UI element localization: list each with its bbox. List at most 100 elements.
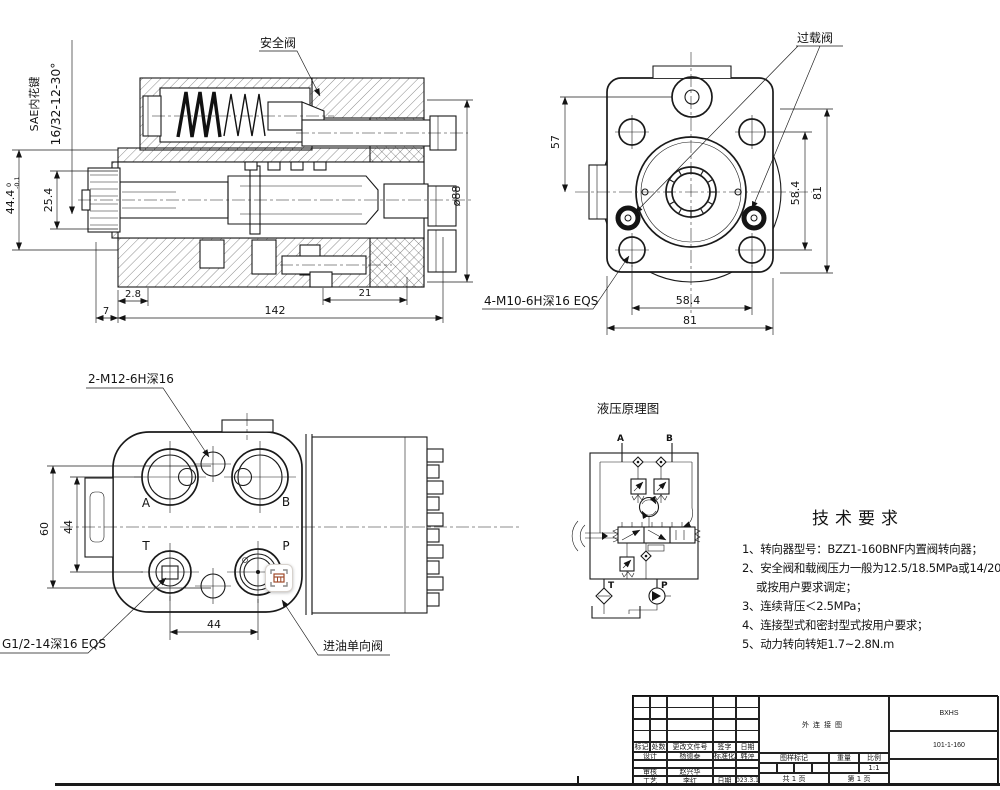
end-cap-serration bbox=[426, 448, 444, 607]
empty-cell bbox=[811, 763, 829, 773]
check-name: 赵兴华 bbox=[667, 768, 713, 776]
port-t bbox=[141, 543, 199, 601]
drawing-mark-label: 图样标记 bbox=[759, 753, 829, 763]
port-p-label: P bbox=[282, 539, 289, 553]
inlet-check-and-relief bbox=[619, 543, 652, 579]
mounting-holes bbox=[615, 115, 769, 267]
weight-label: 重量 bbox=[829, 753, 859, 763]
tech-item-5: 5、动力转向转矩1.7~2.8N.m bbox=[742, 637, 895, 651]
valve-spring bbox=[176, 91, 222, 138]
section-view: 44.4 0 -0.1 25.4 2.8 21 7 142 bbox=[4, 35, 474, 323]
svg-text:0: 0 bbox=[5, 183, 13, 187]
dim-44-vertical: 44 bbox=[62, 520, 75, 534]
svg-text:44.4: 44.4 bbox=[4, 190, 17, 215]
empty-cell bbox=[736, 760, 759, 768]
feedback-arc bbox=[682, 507, 693, 528]
end-bolt bbox=[427, 185, 457, 227]
standardization-label: 标准化 bbox=[713, 752, 736, 760]
header-change-doc: 更改文件号 bbox=[667, 742, 713, 752]
dim-81-bottom: 81 bbox=[683, 314, 697, 327]
drawing-title: 外连接图 bbox=[759, 696, 889, 753]
schematic-port-a: A bbox=[617, 434, 624, 444]
tech-item-1: 1、转向器型号：BZZ1-160BNF内置阀转向器； bbox=[742, 542, 983, 556]
dim-60: 60 bbox=[38, 522, 51, 536]
tech-item-4: 4、连接型式和密封型式按用户要求； bbox=[742, 618, 929, 632]
empty-cell bbox=[713, 768, 736, 776]
overload-relief-valves bbox=[630, 478, 670, 501]
bolt-spec-label: 4-M10-6H深16 EQS bbox=[484, 294, 598, 308]
hydraulic-schematic: 液压原理图 A B bbox=[571, 401, 701, 619]
inlet-check-valve-label: 进油单向阀 bbox=[323, 638, 383, 653]
section-labels: SAE内花键 16/32-12-30° 安全阀 bbox=[27, 35, 321, 215]
table-detect-icon[interactable] bbox=[265, 564, 293, 592]
header-date: 日期 bbox=[736, 742, 759, 752]
sae-spline-label: SAE内花键 bbox=[27, 77, 41, 132]
dim-142: 142 bbox=[265, 304, 286, 317]
port-a-label: A bbox=[142, 496, 151, 510]
mounting-tab bbox=[84, 477, 114, 558]
empty-cell bbox=[794, 763, 812, 773]
empty-cell bbox=[776, 763, 794, 773]
empty-cell bbox=[889, 759, 999, 785]
drawing-number: 101-1-160 bbox=[889, 731, 999, 759]
dim-dia-88: ø88 bbox=[450, 186, 463, 207]
design-name: 杨德泰 bbox=[667, 752, 713, 760]
spool bbox=[227, 175, 379, 225]
overload-valve-label: 过载阀 bbox=[797, 31, 833, 45]
tech-item-3: 3、连续背压＜2.5MPa； bbox=[742, 599, 868, 613]
gerotor-details bbox=[383, 183, 457, 273]
tech-requirements-list: 1、转向器型号：BZZ1-160BNF内置阀转向器； 2、安全阀和载阀压力一般为… bbox=[742, 540, 1000, 654]
schematic-port-p: P bbox=[661, 581, 668, 591]
header-count: 处数 bbox=[650, 742, 667, 752]
port-t-label: T bbox=[141, 539, 150, 553]
revision-grid bbox=[632, 695, 760, 743]
dim-25-4: 25.4 bbox=[42, 188, 55, 213]
safety-valve-cavity bbox=[142, 87, 334, 143]
section-dimensions: 44.4 0 -0.1 25.4 2.8 21 7 142 bbox=[4, 99, 473, 323]
schematic-title: 液压原理图 bbox=[597, 401, 660, 416]
dim-7: 7 bbox=[103, 306, 109, 317]
safety-valve-label: 安全阀 bbox=[260, 35, 296, 50]
top-boss bbox=[652, 65, 732, 78]
end-bolt bbox=[427, 229, 457, 273]
company-code: BXHS bbox=[889, 696, 999, 731]
svg-text:-0.1: -0.1 bbox=[13, 176, 21, 189]
tank-symbol bbox=[591, 606, 641, 619]
dim-81-right: 81 bbox=[811, 186, 824, 200]
dim-44-4: 44.4 0 -0.1 bbox=[4, 176, 21, 214]
through-bolt-top bbox=[296, 115, 468, 151]
steering-spool-valve bbox=[612, 522, 701, 552]
empty-cell bbox=[633, 760, 667, 768]
sae-spline-spec: 16/32-12-30° bbox=[48, 62, 63, 145]
tech-item-2: 2、安全阀和载阀压力一般为12.5/18.5MPa或14/20MPa， bbox=[742, 561, 1000, 575]
tech-requirements-title: 技术要求 bbox=[812, 509, 904, 529]
dim-58-4-bottom: 58.4 bbox=[676, 294, 701, 307]
schematic-port-b: B bbox=[666, 434, 673, 444]
end-view-labels: 4-M10-6H深16 EQS 过载阀 bbox=[482, 31, 843, 310]
tank-and-pump: T P bbox=[591, 579, 671, 619]
empty-cell bbox=[829, 763, 859, 773]
end-view-dimensions: 57 58.4 81 58.4 81 bbox=[549, 96, 833, 335]
body-ports bbox=[199, 239, 392, 288]
sheet-border-tick bbox=[577, 776, 579, 784]
steering-wheel-symbol bbox=[571, 520, 618, 552]
port-view-dimensions: 60 44 44 bbox=[38, 465, 259, 640]
schematic-port-t: T bbox=[608, 581, 615, 591]
m12-holes bbox=[195, 446, 231, 604]
header-mark: 标记 bbox=[633, 742, 650, 752]
g12-spec-label: G1/2-14深16 EQS bbox=[2, 637, 106, 651]
dim-58-4-right: 58.4 bbox=[789, 181, 802, 206]
scale-label: 比例 bbox=[859, 753, 889, 763]
port-view-labels: 2-M12-6H深16 G1/2-14深16 EQS 进油单向阀 bbox=[0, 372, 390, 656]
design-label: 设计 bbox=[633, 752, 667, 760]
dim-44-horizontal: 44 bbox=[207, 618, 221, 631]
empty-cell bbox=[759, 763, 777, 773]
empty-cell bbox=[667, 760, 713, 768]
end-view: 57 58.4 81 58.4 81 4-M10-6H深16 EQS 过载阀 bbox=[482, 31, 843, 335]
m12-spec-label: 2-M12-6H深16 bbox=[88, 372, 174, 386]
tech-item-2-continued: 或按用户要求调定； bbox=[756, 580, 857, 594]
standardization-name: 韩萍 bbox=[736, 752, 759, 760]
dim-2-8: 2.8 bbox=[125, 289, 141, 300]
technical-requirements: 技术要求 1、转向器型号：BZZ1-160BNF内置阀转向器； 2、安全阀和载阀… bbox=[742, 504, 1000, 654]
